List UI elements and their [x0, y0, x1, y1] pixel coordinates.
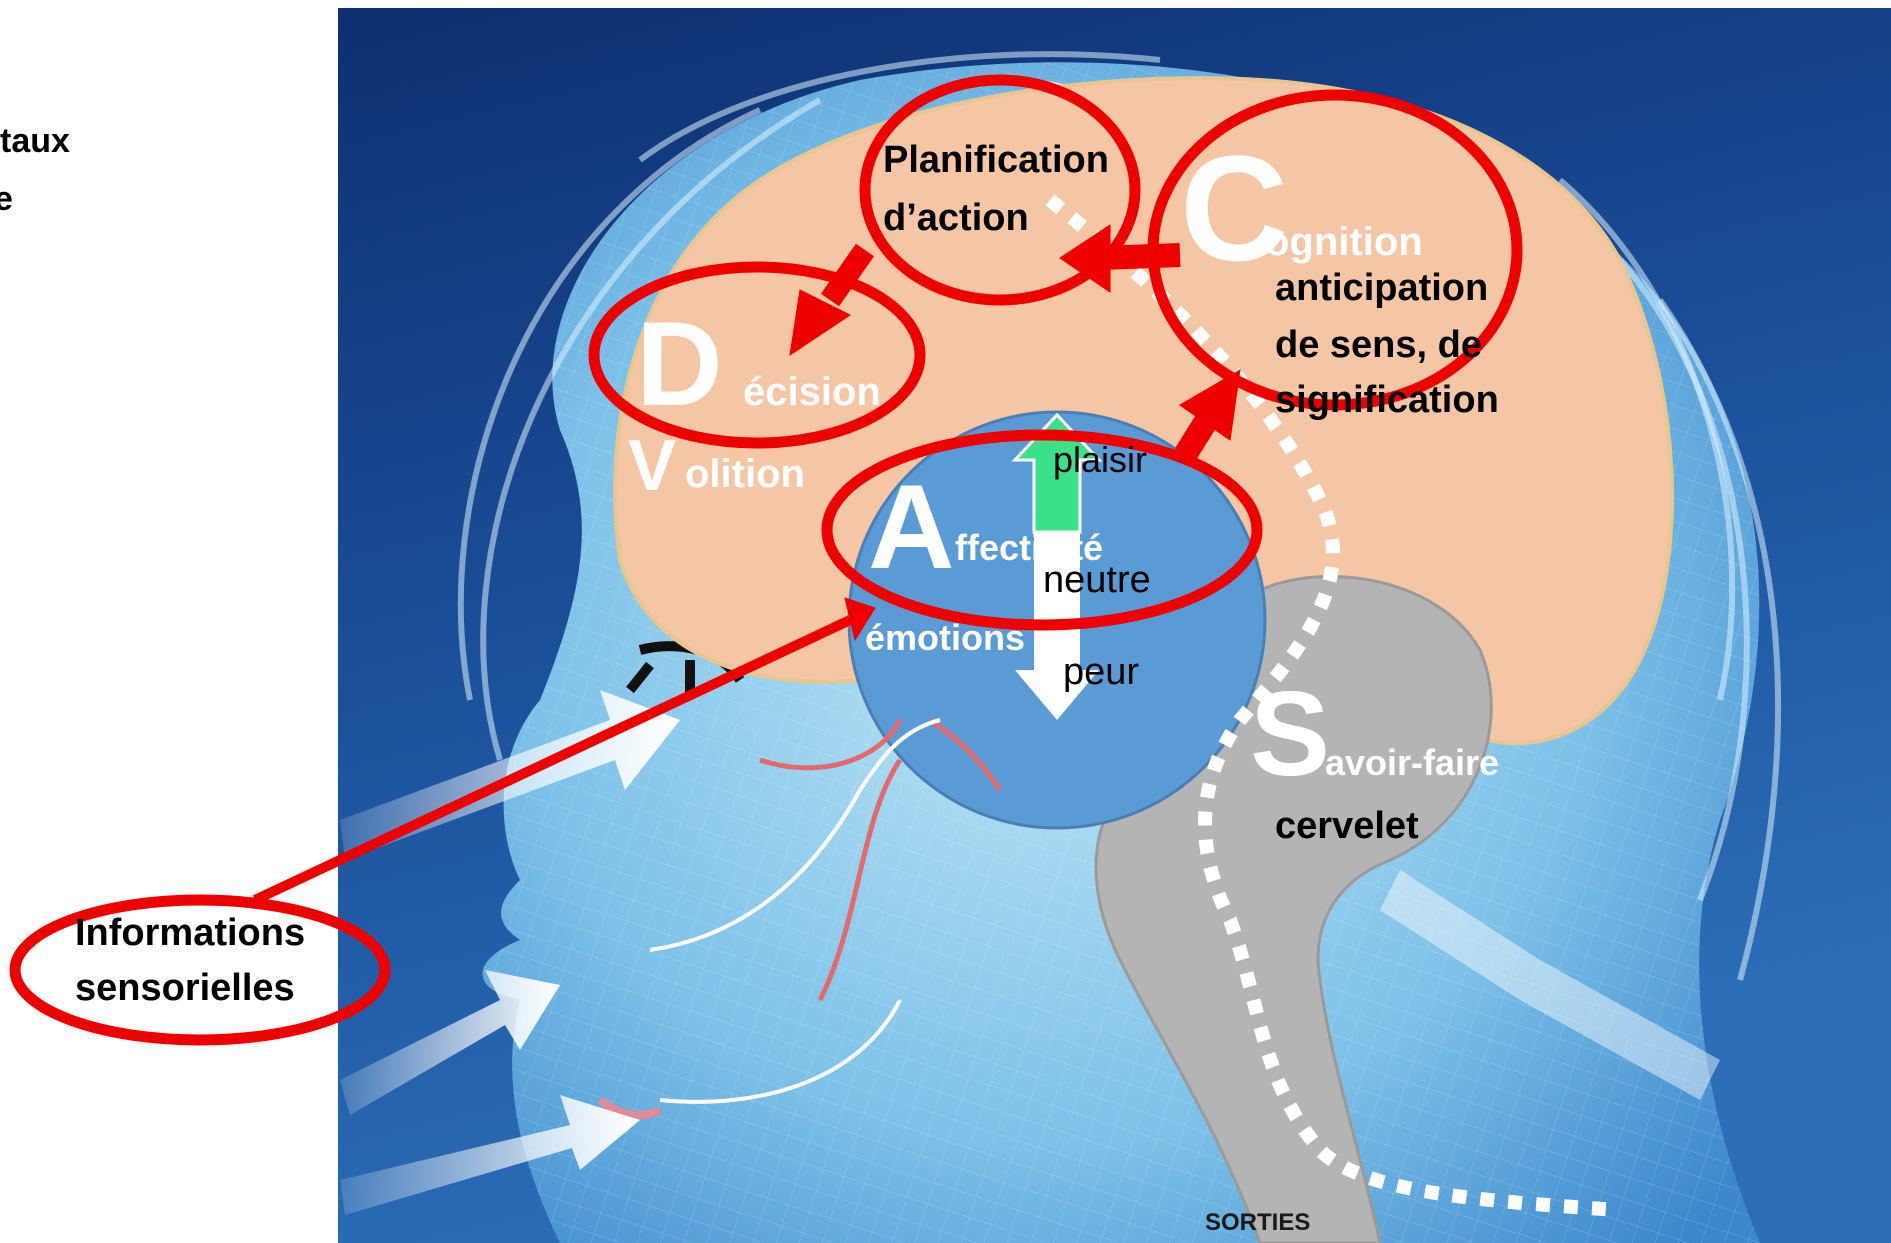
emotions-label: émotions [865, 617, 1025, 658]
affectivity-initial: A [868, 460, 955, 594]
cognition-initial: C [1180, 124, 1288, 292]
peur-label: peur [1063, 651, 1139, 693]
decision-label: écision [743, 370, 881, 414]
savoir-faire-initial: S [1250, 667, 1330, 801]
informations-label-1: Informations [75, 912, 305, 954]
decision-initial: D [636, 297, 723, 431]
savoir-faire-label: avoir-faire [1325, 742, 1499, 783]
informations-label-2: sensorielles [75, 967, 295, 1009]
anticipation-label-2: de sens, de [1275, 324, 1482, 366]
volition-label: olition [685, 452, 805, 496]
cervelet-label: cervelet [1275, 805, 1419, 847]
planification-label-2: d’action [883, 197, 1029, 239]
anticipation-label-3: signification [1275, 379, 1499, 421]
planification-label-1: Planification [883, 139, 1109, 181]
sorties-label: SORTIES [1205, 1209, 1310, 1236]
neutre-label: neutre [1043, 559, 1151, 601]
plaisir-label: plaisir [1053, 439, 1147, 480]
volition-initial: V [628, 426, 676, 506]
anticipation-label-1: anticipation [1275, 267, 1488, 309]
cognition-label: ognition [1265, 220, 1423, 264]
